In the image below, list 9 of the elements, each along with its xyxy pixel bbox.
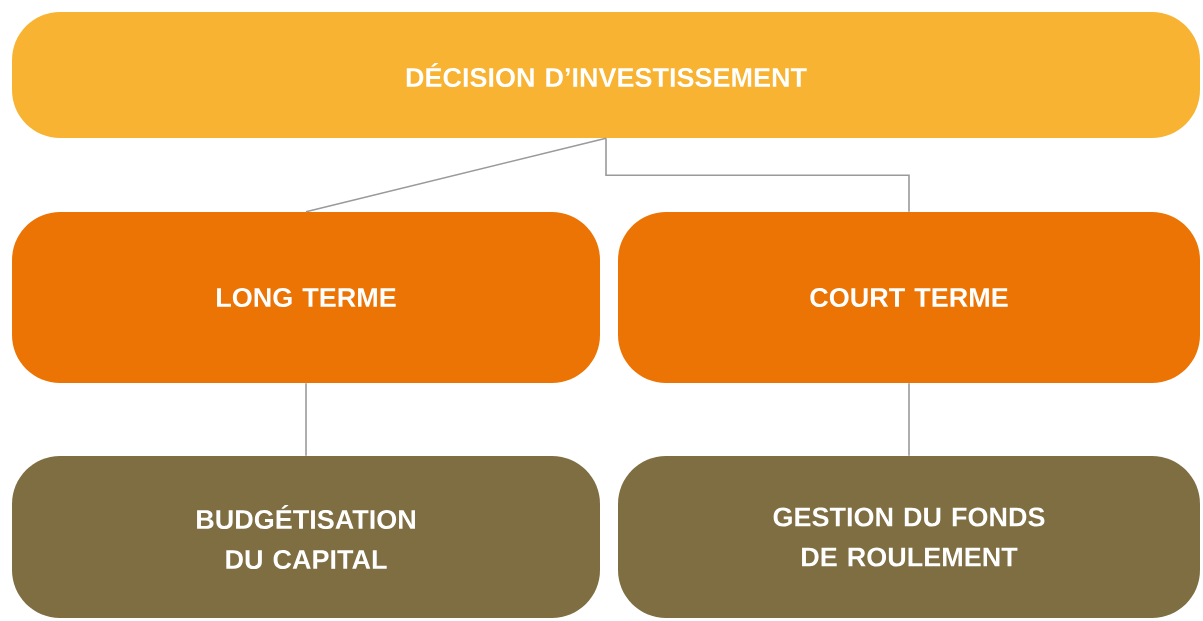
category-box: BUDGÉTISATION DU CAPITAL [12,456,600,618]
connector-line [305,137,607,213]
category-box: GESTION DU FONDS DE ROULEMENT [618,456,1200,618]
category-box: LONG TERME [12,212,600,383]
connector-line [605,137,910,213]
category-box: DÉCISION D’INVESTISSEMENT [12,12,1200,138]
category-box: COURT TERME [618,212,1200,383]
connector-line [305,382,307,457]
connector-line [908,382,910,457]
